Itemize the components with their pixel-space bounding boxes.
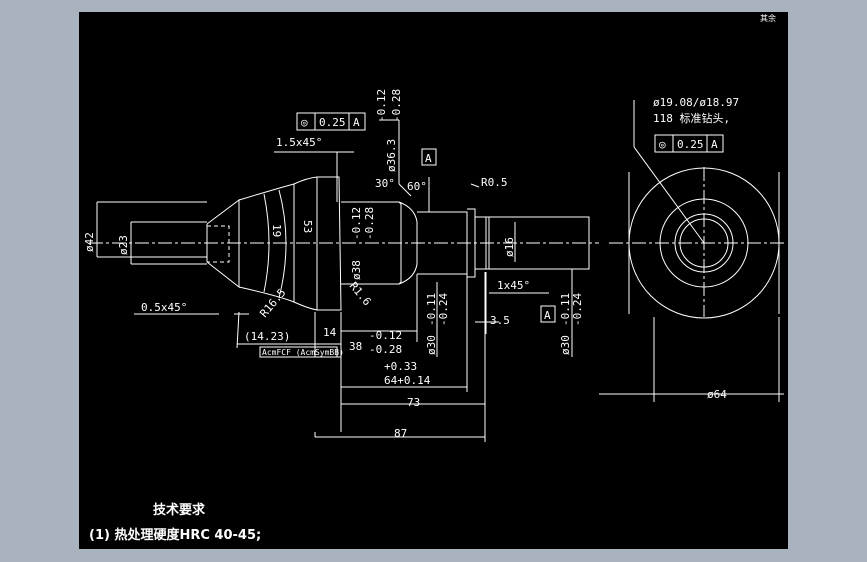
dim-d363: ø36.3 [385,139,398,172]
leader-r05 [470,183,480,188]
dim-64-tol: +0.33 [384,360,417,373]
dim-d30b-tol-up: -0.11 [559,293,572,326]
head-arc-inner [263,193,270,293]
endview-inner [674,213,734,273]
dim-d16: ø16 [503,237,516,257]
head-cone [206,199,240,289]
fcf-top-datum: A [353,116,360,129]
dim-d30b: ø30 [559,335,572,355]
shaft-step-2 [475,216,590,270]
head-taper [238,183,295,303]
dim-d30a: ø30 [425,335,438,355]
tech-item-1: (1) 热处理硬度HRC 40-45; [89,527,261,543]
dim-r05: R0.5 [481,176,508,189]
shaft-ring [467,208,476,278]
head-flare [293,176,318,311]
head-arc-outer [278,189,287,299]
leader-d363 [398,183,412,197]
cad-drawing: 其余 ø42 ø23 19 53 1.5x45° 0.5x45° 1x45° 3… [83,13,784,543]
dim-38-tol-lo: -0.28 [369,343,402,356]
dim-d30b-tol-lo: -0.24 [571,293,584,326]
dim-38-tol-up: -0.12 [369,329,402,342]
acme-label: AcmFCF (AcmSymBB) [262,348,344,357]
dim-73: 73 [407,396,420,409]
fcf-right-frame [654,134,724,153]
fcf-top-frame [296,112,366,131]
dim-19: 19 [270,224,283,237]
note-drill-type: 118 标准钻头, [653,111,730,125]
fcf-top-value: 0.25 [319,116,346,129]
dim-d38-tol-up: -0.12 [350,207,363,240]
endview-bore [679,218,729,268]
fcf-right-value: 0.25 [677,138,704,151]
dim-35: 3.5 [490,314,510,327]
fcf-top-symbol: ◎ [301,116,308,129]
fcf-right-datum: A [711,138,718,151]
dim-53: 53 [301,220,314,233]
dim-05x45: 0.5x45° [141,301,187,314]
dim-d38: ø38 [350,260,363,280]
dim-d30a-tol-lo: -0.24 [437,293,450,326]
datum-box-bottom [540,305,556,323]
dim-30deg: 30° [375,177,395,190]
dim-14: 14 [323,326,337,339]
dim-d363-tol-lo: -0.28 [390,89,403,122]
neck [341,201,402,285]
dim-d363-tol-up: -0.12 [375,89,388,122]
tech-title: 技术要求 [153,502,206,518]
leader-drill [633,146,705,244]
dim-15x45: 1.5x45° [276,136,322,149]
drawing-canvas: 其余 ø42 ø23 19 53 1.5x45° 0.5x45° 1x45° 3… [79,12,788,549]
corner-label: 其余 [760,13,776,23]
datum-box-top [421,148,437,166]
dim-d38-tol-lo: -0.28 [363,207,376,240]
dim-38: 38 [349,340,362,353]
collar [317,176,342,311]
dim-1423: (14.23) [244,330,290,343]
datum-label-top: A [425,152,432,165]
dim-64: 64+0.14 [384,374,431,387]
dim-87: 87 [394,427,407,440]
groove [398,201,418,285]
dim-d30a-tol-up: -0.11 [425,293,438,326]
dim-r165: R16.5 [257,286,288,320]
dim-1x45: 1x45° [497,279,530,292]
ext-1423-left [236,311,240,349]
shaft-step-1 [417,211,468,275]
note-drill-diameter: ø19.08/ø18.97 [653,96,739,109]
fcf-right-symbol: ◎ [659,138,666,151]
bore-hidden [207,225,230,263]
endview-mid [659,198,749,288]
dim-60deg: 60° [407,180,427,193]
dim-d23: ø23 [117,235,130,255]
dim-d42: ø42 [83,232,96,252]
datum-label-bottom: A [544,309,551,322]
acme-frame [259,346,338,358]
dim-d64: ø64 [707,388,727,401]
